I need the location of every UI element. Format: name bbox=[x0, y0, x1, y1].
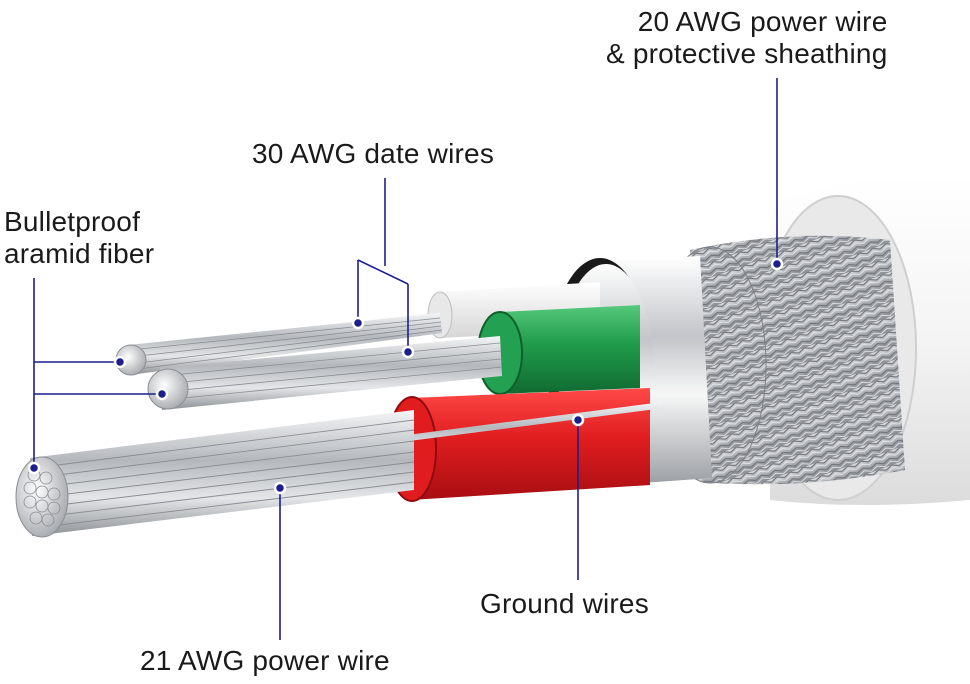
data-wire-strands-upper bbox=[115, 313, 443, 376]
data-wire-strands-lower bbox=[147, 336, 503, 410]
label-20awg-line1: 20 AWG power wire bbox=[637, 6, 888, 37]
label-21awg-text: 21 AWG power wire bbox=[140, 645, 390, 676]
leader-lines bbox=[33, 78, 778, 640]
label-aramid-fiber: Bulletproof aramid fiber bbox=[4, 206, 154, 270]
label-30awg-text: 30 AWG date wires bbox=[252, 138, 495, 169]
marker-dot-data-lower bbox=[401, 345, 415, 359]
marker-dot-21awg bbox=[273, 481, 287, 495]
marker-dot-20awg bbox=[770, 257, 784, 271]
marker-dot-aramid-3 bbox=[27, 461, 41, 475]
red-wire bbox=[387, 388, 650, 502]
marker-dot-aramid-2 bbox=[155, 387, 169, 401]
marker-dots bbox=[27, 257, 784, 495]
label-20awg-line2: & protective sheathing bbox=[606, 38, 888, 69]
label-30awg-data-wires: 30 AWG date wires bbox=[252, 138, 494, 170]
label-ground-wires: Ground wires bbox=[480, 588, 649, 620]
marker-dot-aramid-1 bbox=[113, 355, 127, 369]
green-wire bbox=[477, 305, 640, 395]
power-wire-strands bbox=[15, 410, 415, 538]
label-20awg-power-wire: 20 AWG power wire & protective sheathing bbox=[606, 6, 887, 70]
label-aramid-line2: aramid fiber bbox=[4, 238, 155, 269]
marker-dot-ground bbox=[571, 413, 585, 427]
label-21awg-power-wire: 21 AWG power wire bbox=[140, 645, 390, 677]
label-ground-text: Ground wires bbox=[480, 588, 649, 619]
label-aramid-line1: Bulletproof bbox=[4, 206, 141, 237]
marker-dot-data-upper bbox=[351, 316, 365, 330]
